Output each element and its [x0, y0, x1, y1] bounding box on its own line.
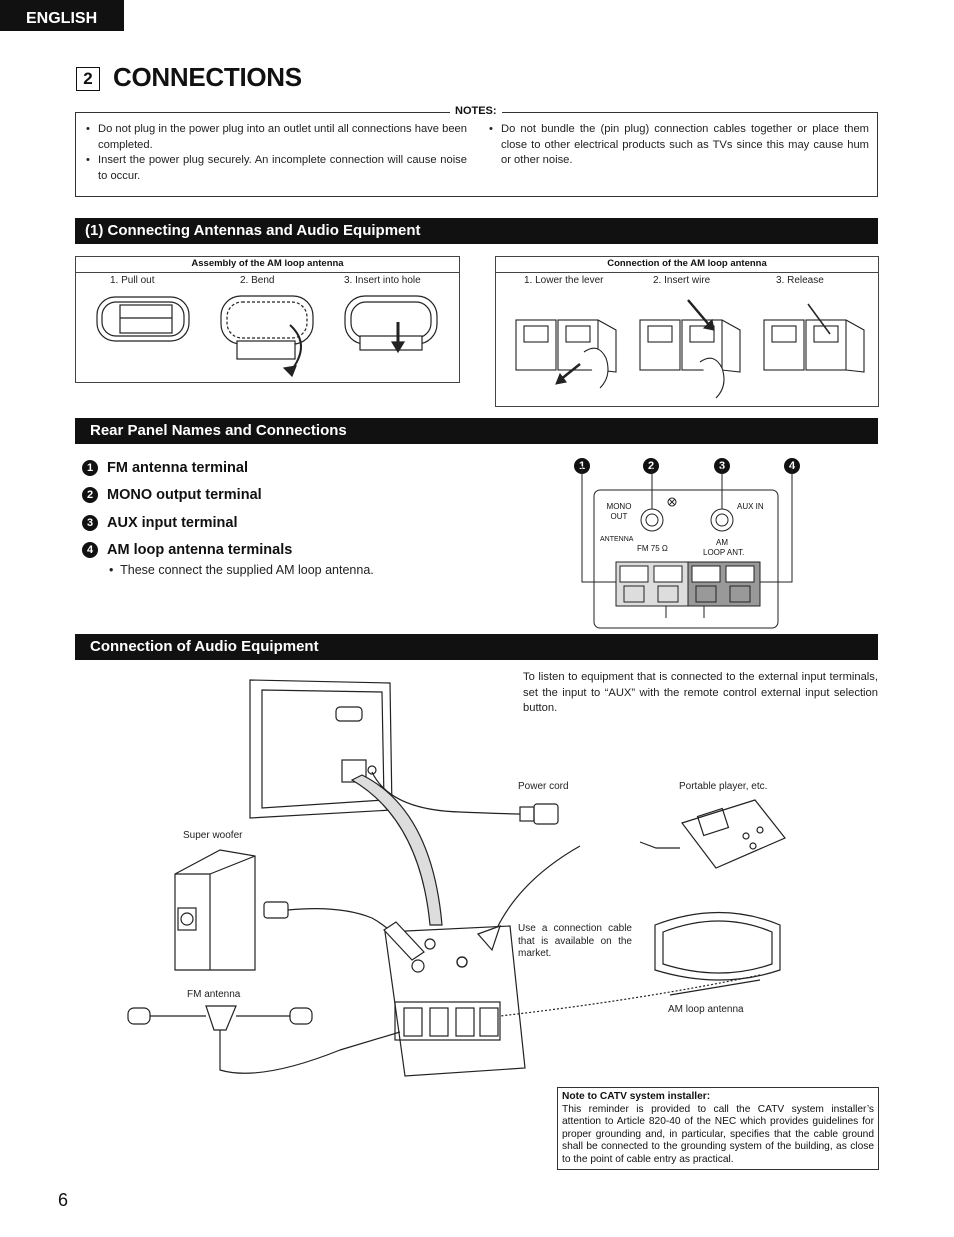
- aux-input-terminal-label: AUX input terminal: [107, 515, 238, 531]
- panel-antenna: ANTENNA: [600, 536, 634, 543]
- catv-note-text: This reminder is provided to call the CA…: [562, 1103, 874, 1165]
- notes-title: NOTES:: [450, 105, 502, 117]
- item-number-4: 4: [82, 542, 98, 558]
- item-number-1: 1: [82, 460, 98, 476]
- fm-antenna-label: FM antenna: [187, 989, 241, 1000]
- language-tab: ENGLISH: [0, 0, 124, 31]
- am-connection-figure: Connection of the AM loop antenna: [495, 256, 879, 407]
- am-step-3: 3. Release: [776, 275, 824, 286]
- mono-output-terminal-label: MONO output terminal: [107, 487, 262, 503]
- panel-am: AM: [716, 538, 728, 547]
- super-woofer-label: Super woofer: [183, 830, 243, 841]
- am-step-2: 2. Insert wire: [653, 275, 711, 286]
- connection-cable-label: Use a connection cable that is available…: [518, 923, 632, 959]
- am-loop-terminals-label: AM loop antenna terminals: [107, 542, 293, 558]
- note-item: •Do not plug in the power plug into an o…: [86, 123, 467, 151]
- aux-intro-text: To listen to equipment that is connected…: [523, 671, 878, 714]
- page-number: 6: [58, 1190, 69, 1210]
- am-step-1: 1. Lower the lever: [524, 275, 604, 286]
- section-bar-antennas: (1) Connecting Antennas and Audio Equipm…: [75, 218, 878, 244]
- chapter-number: 2: [76, 67, 100, 91]
- item-number-2: 2: [82, 487, 98, 503]
- catv-note-title: Note to CATV system installer:: [562, 1091, 711, 1102]
- section-bar-audio-equipment: Connection of Audio Equipment: [75, 634, 878, 660]
- am-connection-title: Connection of the AM loop antenna: [496, 257, 878, 273]
- panel-fm: FM 75 Ω: [637, 544, 668, 553]
- assembly-step-1: 1. Pull out: [110, 275, 155, 286]
- am-loop-antenna-label: AM loop antenna: [668, 1004, 744, 1015]
- power-cord-label: Power cord: [518, 781, 569, 792]
- panel-callout-2: 2: [643, 458, 659, 474]
- assembly-title: Assembly of the AM loop antenna: [76, 257, 459, 273]
- assembly-step-3: 3. Insert into hole: [344, 275, 421, 286]
- item-number-3: 3: [82, 515, 98, 531]
- section-bar-rear-panel: Rear Panel Names and Connections: [75, 418, 878, 444]
- panel-aux-in: AUX IN: [737, 502, 764, 511]
- chapter-title: CONNECTIONS: [113, 62, 302, 92]
- assembly-step-2: 2. Bend: [240, 275, 275, 286]
- panel-loop-ant: LOOP ANT.: [703, 548, 745, 557]
- panel-mono-out: MONO OUT: [606, 502, 632, 521]
- portable-player-label: Portable player, etc.: [679, 781, 768, 792]
- assembly-figure: Assembly of the AM loop antenna: [75, 256, 460, 383]
- fm-antenna-terminal-label: FM antenna terminal: [107, 460, 248, 476]
- am-terminals-note: • These connect the supplied AM loop ant…: [109, 563, 374, 577]
- catv-note-box: Note to CATV system installer: This remi…: [557, 1087, 879, 1170]
- note-item: •Insert the power plug securely. An inco…: [86, 154, 467, 182]
- note-item: •Do not bundle the (pin plug) connection…: [489, 123, 869, 167]
